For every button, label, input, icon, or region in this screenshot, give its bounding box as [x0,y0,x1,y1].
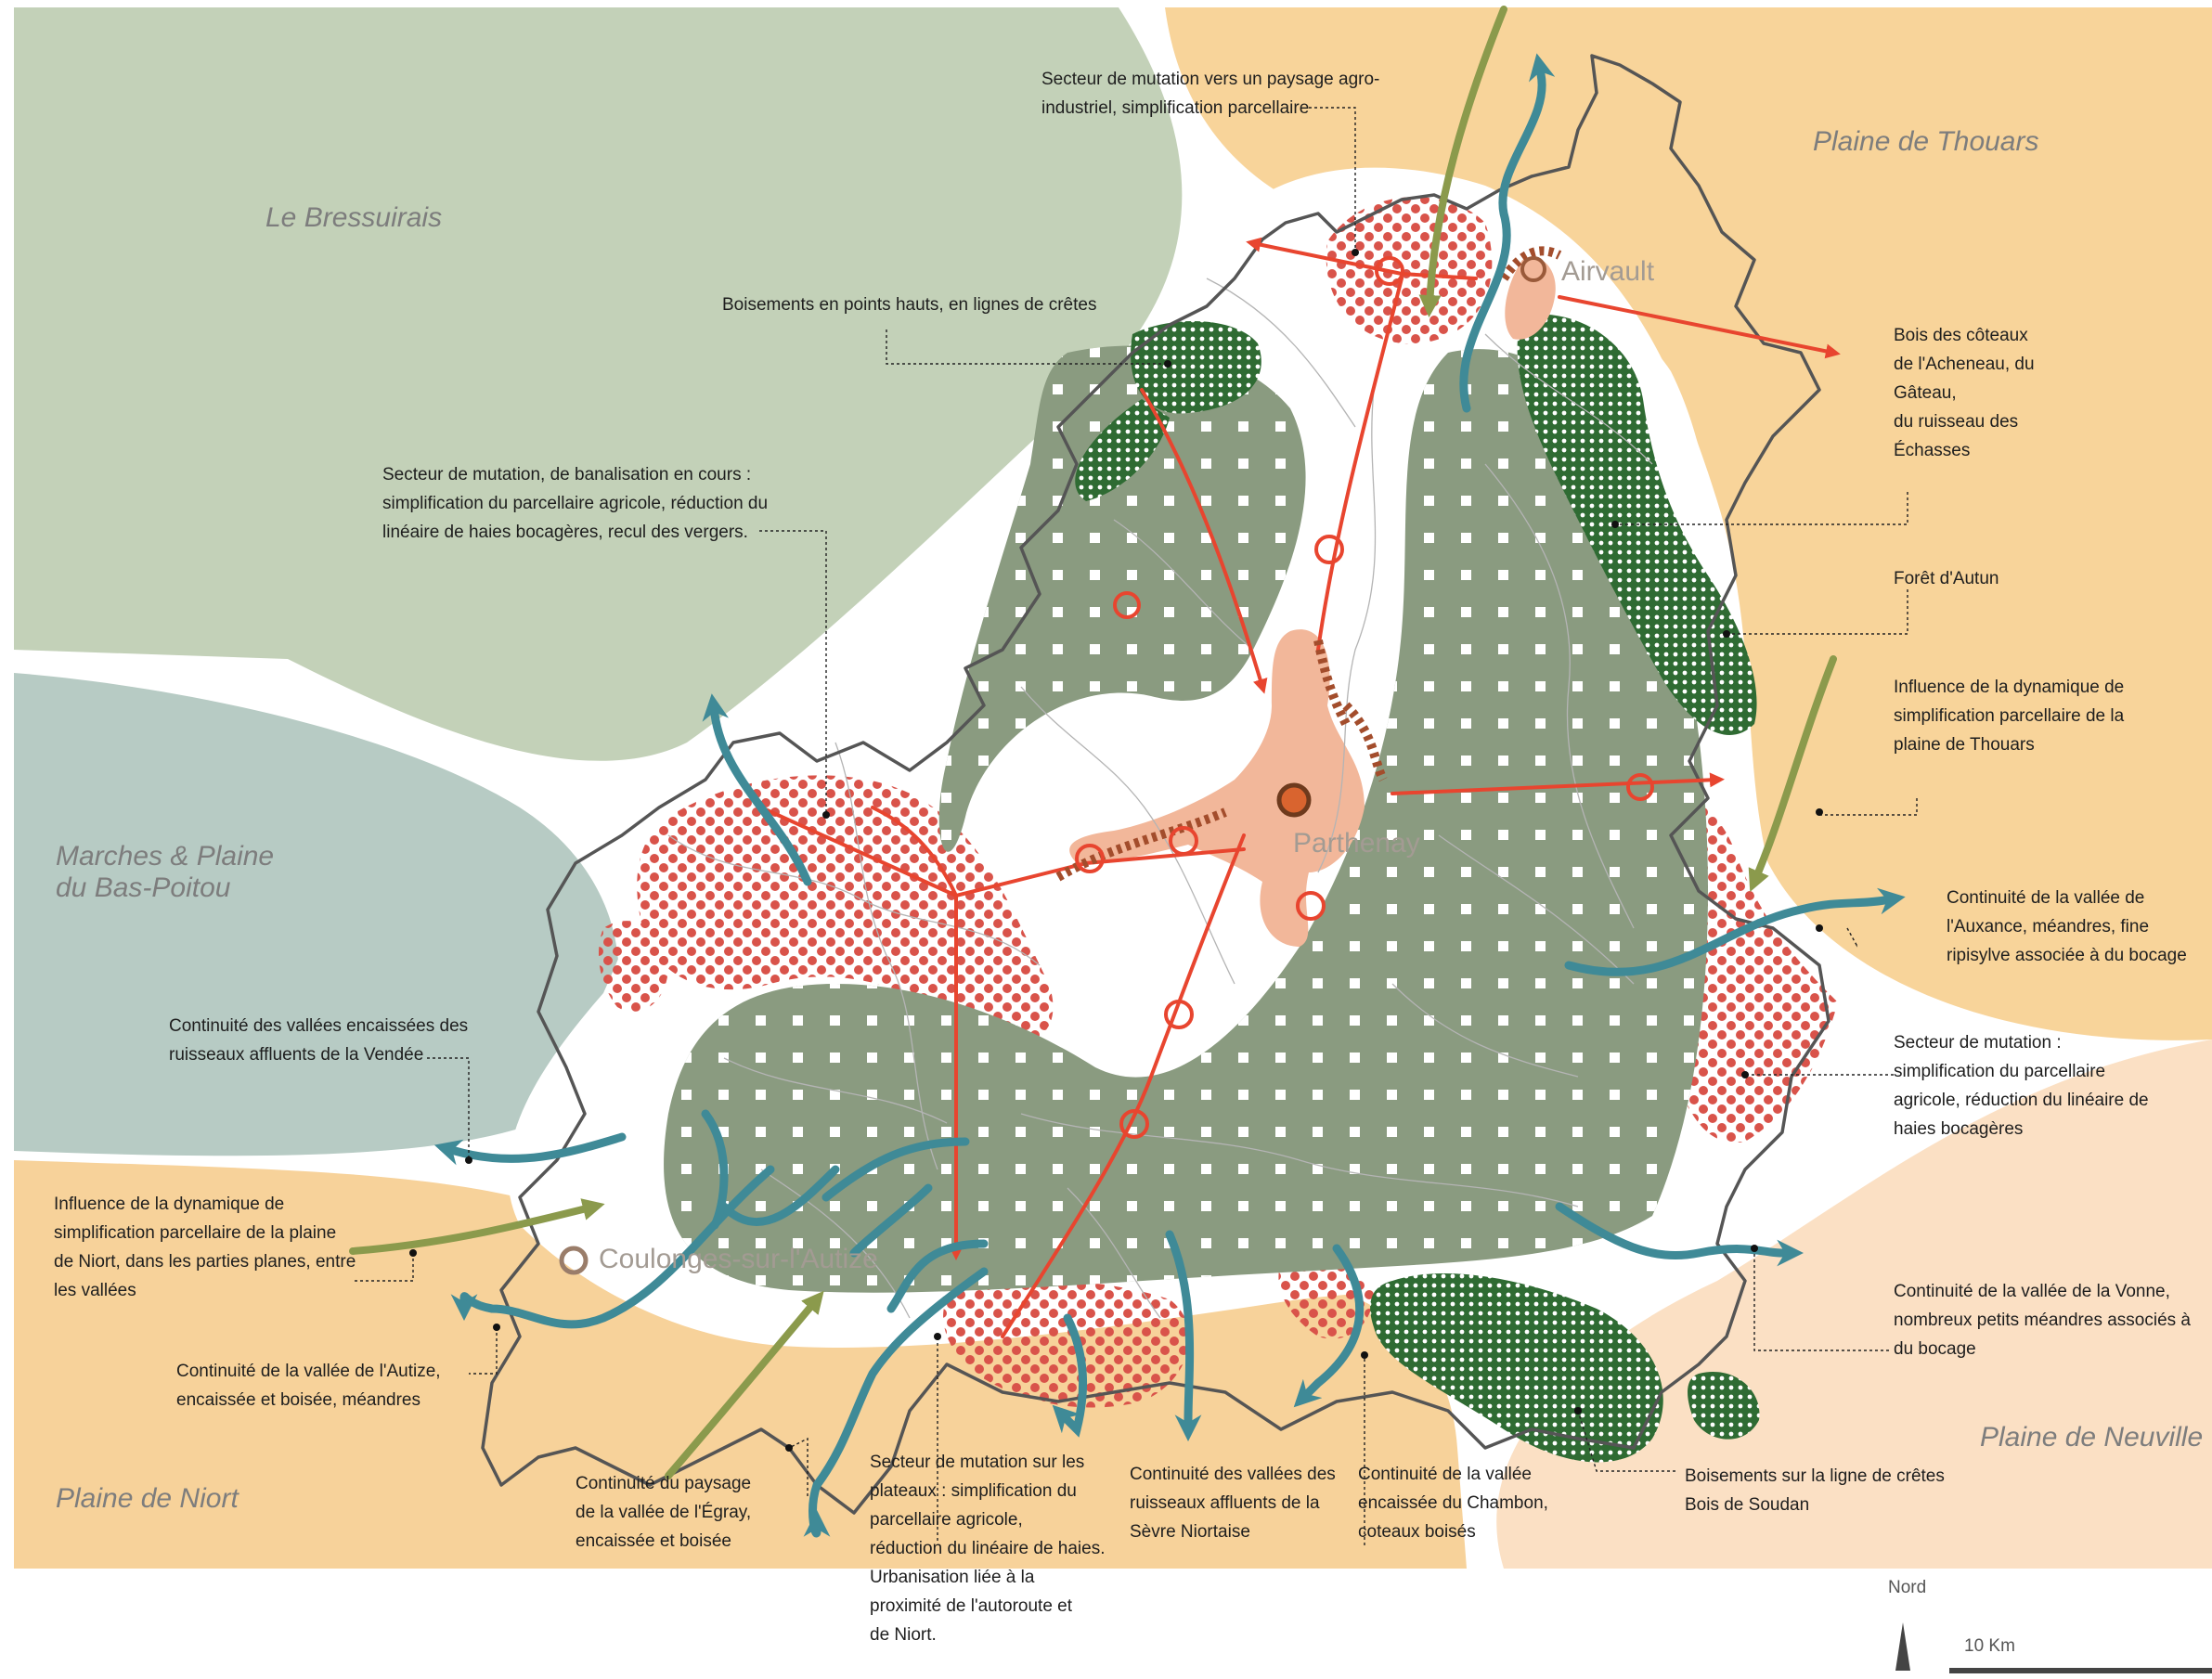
leader-dots [409,249,1823,1452]
scale-label: 10 Km [1964,1636,2015,1656]
town-circles [1075,256,1654,1139]
note-boisements-cretes: Boisements en points hauts, en lignes de… [722,295,1097,315]
north-arrow-icon [1895,1622,1910,1671]
note-banalisation: Secteur de mutation, de banalisation en … [382,465,769,542]
mutation-zone-north [1326,197,1493,344]
territory-border [481,54,1830,1515]
town-parthenay: Parthenay [1293,828,1420,859]
region-niort: Plaine de Niort [56,1483,239,1514]
thouars-plain-zone [1165,7,2212,1040]
marches-zone [14,673,619,1156]
town-airvault: Airvault [1561,256,1655,287]
transformation-arrows [759,237,1841,1338]
bois-de-soudan [1370,1272,1760,1463]
note-agro-industriel: Secteur de mutation vers un paysage agro… [1041,70,1380,118]
mutation-zone-south [943,1280,1190,1408]
plain-dynamics [349,6,1837,1479]
note-vonne: Continuité de la vallée de la Vonne,nomb… [1894,1282,2191,1359]
region-thouars: Plaine de Thouars [1813,126,2039,157]
note-foret-autun: Forêt d'Autun [1894,569,1999,588]
note-autize: Continuité de la vallée de l'Autize,enca… [176,1362,441,1410]
town-markers [559,256,1546,1275]
bressuirais-zone [14,7,1183,761]
bocage-west [938,345,1306,852]
mutation-zone-far-west [599,921,668,1012]
valley-continuities [433,53,1906,1538]
neuville-plain-zone [1496,1040,2212,1569]
region-bressuirais: Le Bressuirais [265,202,443,233]
note-mutation-haies: Secteur de mutation :simplification du p… [1894,1033,2149,1139]
forest-north-west [1075,321,1261,501]
parthenay-urban [1069,629,1365,947]
town-coulonges: Coulonges-sur-l'Autize [599,1244,878,1274]
bocage-east [664,349,1708,1293]
north-label: Nord [1888,1578,1927,1597]
leader-lines [353,107,1918,1545]
niort-plain-zone [14,1160,1467,1569]
commune-borders [667,278,1653,1319]
region-neuville: Plaine de Neuville [1980,1422,2204,1453]
